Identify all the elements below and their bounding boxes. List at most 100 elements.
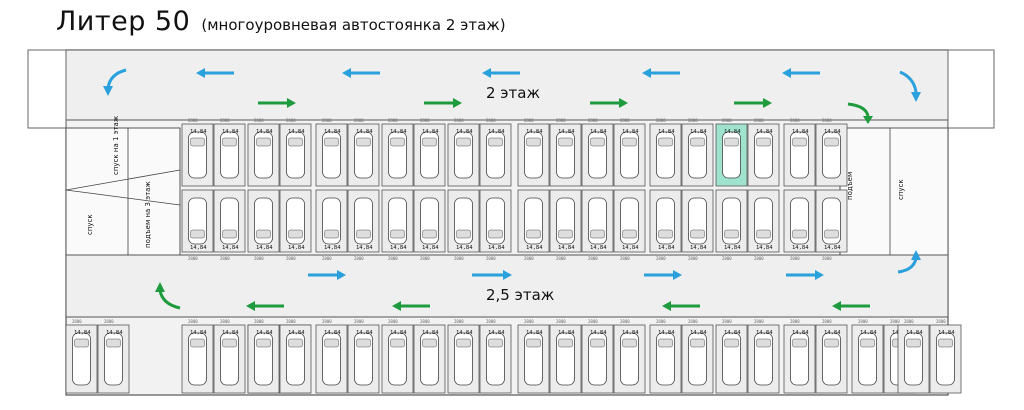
dimension-label: 2800 [486,256,496,261]
traffic-arrow [258,98,296,108]
space-area-label: 14,84 [860,330,877,336]
traffic-arrow [832,301,870,311]
space-area-label: 14,84 [756,129,773,135]
space-area-label: 14,84 [488,330,505,336]
turn-arrow [899,70,921,102]
dimension-label: 2800 [722,256,732,261]
lower-lane [65,254,949,318]
space-area-label: 14,84 [422,330,439,336]
dimension-label: 2800 [388,319,398,324]
level-label-lower: 2,5 этаж [486,286,554,304]
ramp-label-down-right: спуск [897,179,905,200]
dimension-label: 2800 [722,118,732,123]
dimension-label: 2800 [656,256,666,261]
space-area-label: 14,84 [792,245,809,251]
dimension-label: 2800 [656,319,666,324]
right-stair-block [947,49,995,129]
dimension-label: 2800 [454,118,464,123]
space-area-label: 14,84 [658,330,675,336]
space-area-label: 14,84 [356,129,373,135]
space-area-label: 14,84 [558,129,575,135]
dimension-label: 2800 [420,256,430,261]
dimension-label: 2800 [524,319,534,324]
turn-arrow [103,68,127,96]
traffic-arrow [472,270,512,280]
plan-title: Литер 50 (многоуровневая автостоянка 2 э… [56,6,506,46]
space-area-label: 14,84 [288,129,305,135]
space-area-label: 14,84 [222,129,239,135]
space-area-label: 14,84 [324,245,341,251]
parking-space[interactable]: 14,84 2800 [649,319,682,394]
title-main: Литер 50 [56,6,191,37]
dimension-label: 2800 [722,319,732,324]
space-area-label: 14,84 [558,330,575,336]
space-area-label: 14,84 [792,129,809,135]
dimension-label: 2800 [254,118,264,123]
